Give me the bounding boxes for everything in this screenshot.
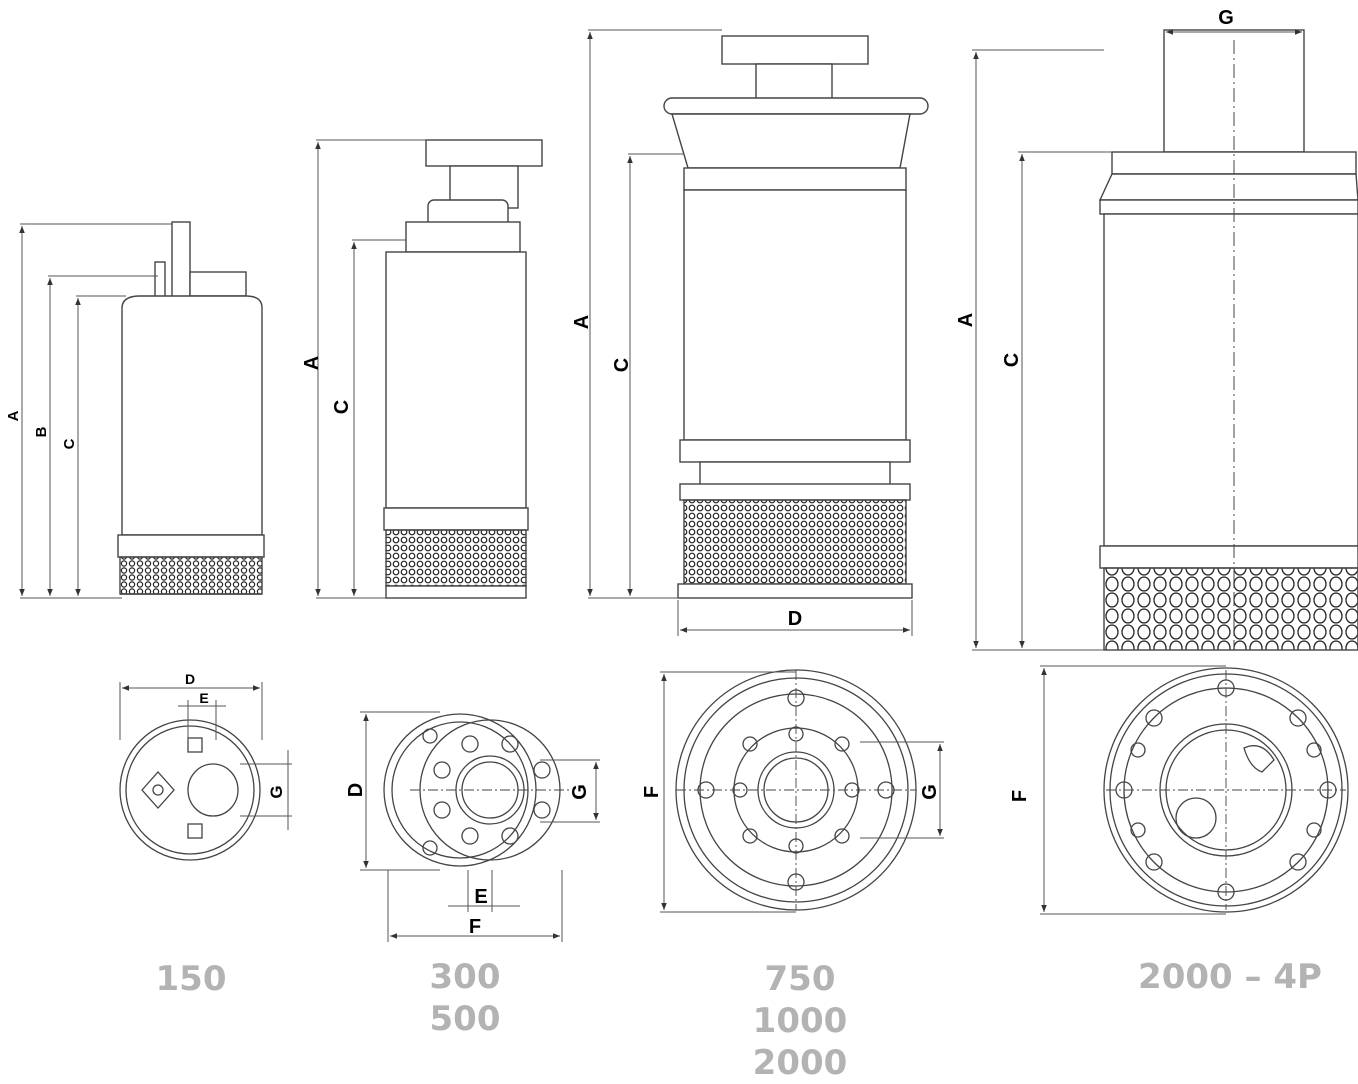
model-2000-4p-line-1: 2000 – 4P xyxy=(1138,957,1322,997)
model-750-line-3: 2000 xyxy=(752,1043,848,1083)
pump-300-500-side-view xyxy=(383,139,543,599)
dim-label-g-300-top: G xyxy=(569,784,591,800)
model-300-500-line-1: 300 xyxy=(429,957,501,997)
pump-300-500-top-dimensions xyxy=(360,711,600,942)
pump-150-side-view xyxy=(117,221,265,595)
pump-300-500-top-view xyxy=(383,713,570,867)
pump-2000-4p-top-dimensions xyxy=(1040,665,1226,915)
pump-150-height-dimensions xyxy=(19,223,172,599)
dim-label-a-2000-4p: A xyxy=(955,313,977,327)
pump-2000-4p-side-view xyxy=(1098,29,1358,651)
dim-label-g-150-top: G xyxy=(267,785,286,798)
dim-label-d-150-top: D xyxy=(185,671,195,687)
pump-750-2000-dimensions xyxy=(587,29,913,636)
dim-label-e-150-top: E xyxy=(199,690,208,706)
dim-label-a-300: A xyxy=(301,356,323,370)
model-label-750-1000-2000: 750 1000 2000 xyxy=(730,958,870,1084)
pump-750-2000-top-view xyxy=(675,669,917,911)
dim-label-g-2000-4p: G xyxy=(1218,7,1234,29)
pump-150-top-dimensions xyxy=(119,682,292,830)
model-label-2000-4p: 2000 – 4P xyxy=(1120,956,1340,998)
model-label-150: 150 xyxy=(126,958,256,1000)
dim-label-f-300-top: F xyxy=(469,916,481,938)
dim-label-b-150: B xyxy=(33,426,50,437)
dim-label-a-150: A xyxy=(5,410,22,421)
model-150-line-1: 150 xyxy=(155,959,227,999)
dim-label-c-750: C xyxy=(611,358,633,372)
pump-2000-4p-dimensions xyxy=(972,29,1302,651)
dim-label-f-2000-4p-top: F xyxy=(1009,790,1031,802)
model-300-500-line-2: 500 xyxy=(429,999,501,1039)
pump-2000-4p-top-view xyxy=(1103,667,1349,913)
dim-label-e-300-top: E xyxy=(474,886,487,908)
dim-label-c-300: C xyxy=(331,400,353,414)
dim-label-d-750: D xyxy=(788,608,802,630)
model-750-line-1: 750 xyxy=(764,959,836,999)
dim-label-c-2000-4p: C xyxy=(1001,353,1023,367)
dim-label-c-150: C xyxy=(61,438,78,449)
pump-150-top-view xyxy=(119,719,261,861)
dim-label-a-750: A xyxy=(571,315,593,329)
model-750-line-2: 1000 xyxy=(752,1001,848,1041)
pump-300-500-height-dimensions xyxy=(315,139,426,599)
pump-750-2000-side-view xyxy=(663,35,929,599)
model-label-300-500: 300 500 xyxy=(400,956,530,1040)
dim-label-d-300-top: D xyxy=(345,783,367,797)
dim-label-f-750-top: F xyxy=(641,786,663,798)
dim-label-g-750-top: G xyxy=(919,784,941,800)
pump-750-2000-top-dimensions xyxy=(660,671,944,913)
